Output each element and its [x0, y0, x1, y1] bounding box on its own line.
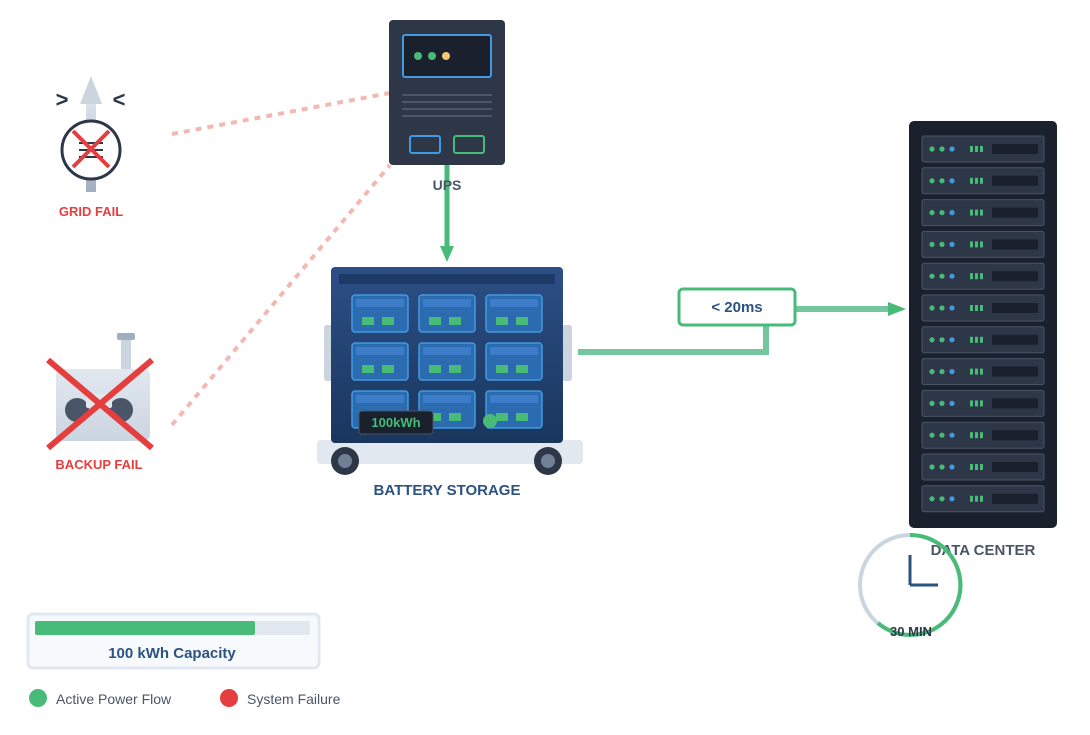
- battery-cell: [485, 294, 543, 333]
- svg-text:<: <: [113, 87, 126, 112]
- backup-failure-cross-icon: [46, 357, 154, 451]
- battery-cell: [418, 342, 476, 381]
- datacenter-label: DATA CENTER: [931, 542, 1036, 559]
- server-unit: [921, 421, 1045, 449]
- grid-to-ups-failed-link: [171, 91, 391, 136]
- server-unit: [921, 230, 1045, 258]
- switch-time-box: < 20ms: [677, 287, 797, 327]
- capacity-fill: [35, 621, 255, 635]
- server-unit: [921, 199, 1045, 227]
- ups-node: UPS: [389, 20, 505, 193]
- backup-label: BACKUP FAIL: [55, 457, 142, 472]
- switch-time-label: < 20ms: [711, 299, 762, 316]
- generator-icon: [56, 333, 150, 441]
- battery-rack-icon: [317, 267, 583, 475]
- ups-label: UPS: [433, 177, 462, 193]
- backup-to-ups-failed-link: [170, 163, 392, 427]
- server-unit: [921, 453, 1045, 481]
- server-unit: [921, 135, 1045, 163]
- runtime-timer: 30 MIN: [858, 532, 963, 639]
- legend-failure-label: System Failure: [247, 691, 341, 707]
- server-rack-icon: [909, 121, 1057, 528]
- grid-failure-cross-icon: [71, 129, 111, 169]
- timer-label: 30 MIN: [890, 624, 932, 639]
- legend-item-system-failure: System Failure: [220, 689, 341, 707]
- battery-cell: [351, 342, 409, 381]
- battery-cell: [485, 342, 543, 381]
- server-unit: [921, 262, 1045, 290]
- datacenter-node: DATA CENTER: [909, 121, 1057, 559]
- capacity-label: 100 kWh Capacity: [108, 645, 236, 662]
- battery-to-datacenter-flow: [578, 322, 769, 355]
- server-unit: [921, 389, 1045, 417]
- battery-flow-indicator: [483, 414, 497, 428]
- grid-node: > < GRID FAIL: [56, 76, 126, 219]
- svg-text:>: >: [56, 87, 69, 112]
- capacity-panel: 100 kWh Capacity: [26, 612, 321, 670]
- failure-dot-icon: [220, 689, 238, 707]
- grid-label: GRID FAIL: [59, 204, 123, 219]
- legend: Active Power Flow System Failure: [29, 689, 341, 707]
- datacenter-arrowhead: [888, 302, 906, 316]
- active-dot-icon: [29, 689, 47, 707]
- legend-active-label: Active Power Flow: [56, 691, 172, 707]
- battery-node: 100kWh BATTERY STORAGE: [317, 267, 583, 499]
- server-unit: [921, 485, 1045, 513]
- power-pylon-icon: > <: [56, 76, 126, 192]
- legend-item-active-power-flow: Active Power Flow: [29, 689, 172, 707]
- server-unit: [921, 326, 1045, 354]
- ups-to-battery-arrowhead: [440, 246, 454, 262]
- backup-node: BACKUP FAIL: [46, 333, 154, 472]
- server-unit: [921, 294, 1045, 322]
- clock-icon: [858, 532, 963, 637]
- battery-badge: 100kWh: [371, 415, 420, 430]
- battery-label: BATTERY STORAGE: [374, 482, 521, 499]
- battery-cell: [351, 294, 409, 333]
- server-unit: [921, 358, 1045, 386]
- battery-badge-frame: [358, 410, 434, 435]
- battery-cell: [418, 294, 476, 333]
- ups-unit-icon: [389, 20, 505, 165]
- battery-cell: [485, 390, 543, 429]
- server-unit: [921, 167, 1045, 195]
